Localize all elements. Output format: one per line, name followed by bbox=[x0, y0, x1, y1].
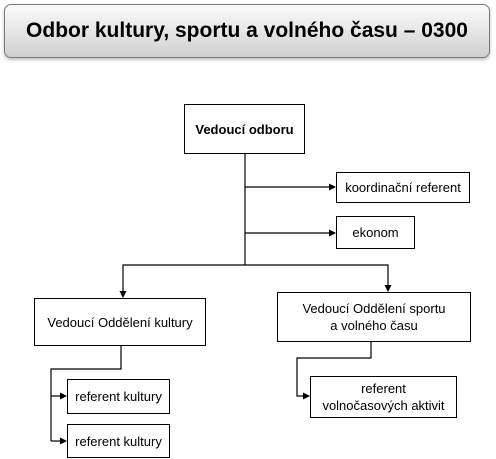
dept-sportu-label-line1: Vedoucí Oddělení sportu bbox=[302, 301, 446, 316]
koordinacni-referent-label: koordinační referent bbox=[345, 180, 461, 195]
line-sport-branch bbox=[296, 342, 372, 400]
referent-kultury-label-1: referent kultury bbox=[75, 389, 162, 404]
line-to-dept-sportu bbox=[245, 264, 392, 292]
line-culture-branch bbox=[50, 346, 122, 441]
referent-volnocasovych-label-line2: volnočasových aktivit bbox=[322, 398, 445, 413]
referent-volnocasovych-box: referent volnočasových aktivit bbox=[310, 376, 457, 418]
koordinacni-referent-box: koordinační referent bbox=[336, 172, 470, 203]
referent-kultury-box-2: referent kultury bbox=[67, 424, 170, 458]
referent-kultury-box-1: referent kultury bbox=[67, 379, 170, 414]
dept-kultury-label: Vedoucí Oddělení kultury bbox=[47, 314, 193, 330]
dept-kultury-box: Vedoucí Oddělení kultury bbox=[34, 298, 206, 346]
head-of-department-label: Vedoucí odboru bbox=[195, 121, 294, 137]
referent-volnocasovych-label-line1: referent bbox=[361, 381, 406, 396]
dept-sportu-label-line2: a volného času bbox=[330, 318, 418, 333]
title-banner: Odbor kultury, sportu a volného času – 0… bbox=[4, 4, 490, 58]
referent-kultury-label-2: referent kultury bbox=[75, 433, 162, 449]
ekonom-label: ekonom bbox=[352, 225, 399, 240]
dept-sportu-box: Vedoucí Oddělení sportu a volného času bbox=[277, 292, 471, 342]
page-title: Odbor kultury, sportu a volného času – 0… bbox=[26, 19, 468, 42]
line-to-dept-kultury bbox=[119, 264, 245, 298]
ekonom-box: ekonom bbox=[336, 216, 415, 249]
head-of-department-box: Vedoucí odboru bbox=[184, 104, 305, 154]
